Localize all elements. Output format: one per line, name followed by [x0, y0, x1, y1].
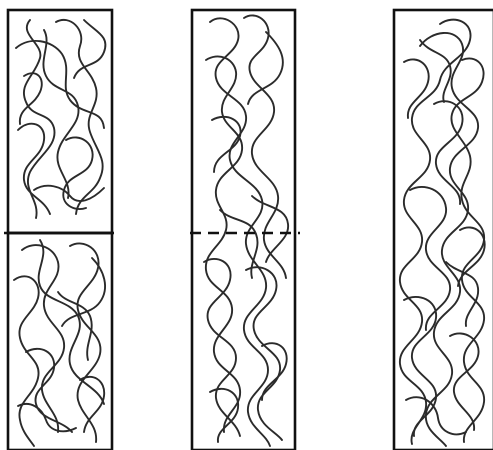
- panel-separated: [4, 10, 114, 450]
- panel-separated-bottom-chains: [14, 240, 105, 446]
- panel-interdiffusing-chains: [204, 15, 288, 446]
- panel-separated-top-chains: [16, 20, 105, 218]
- panel-separated-bottom-frame: [8, 233, 112, 450]
- panel-healed-chains: [400, 20, 485, 446]
- panel-healed: [394, 10, 493, 450]
- panel-interdiffusing: [190, 10, 300, 450]
